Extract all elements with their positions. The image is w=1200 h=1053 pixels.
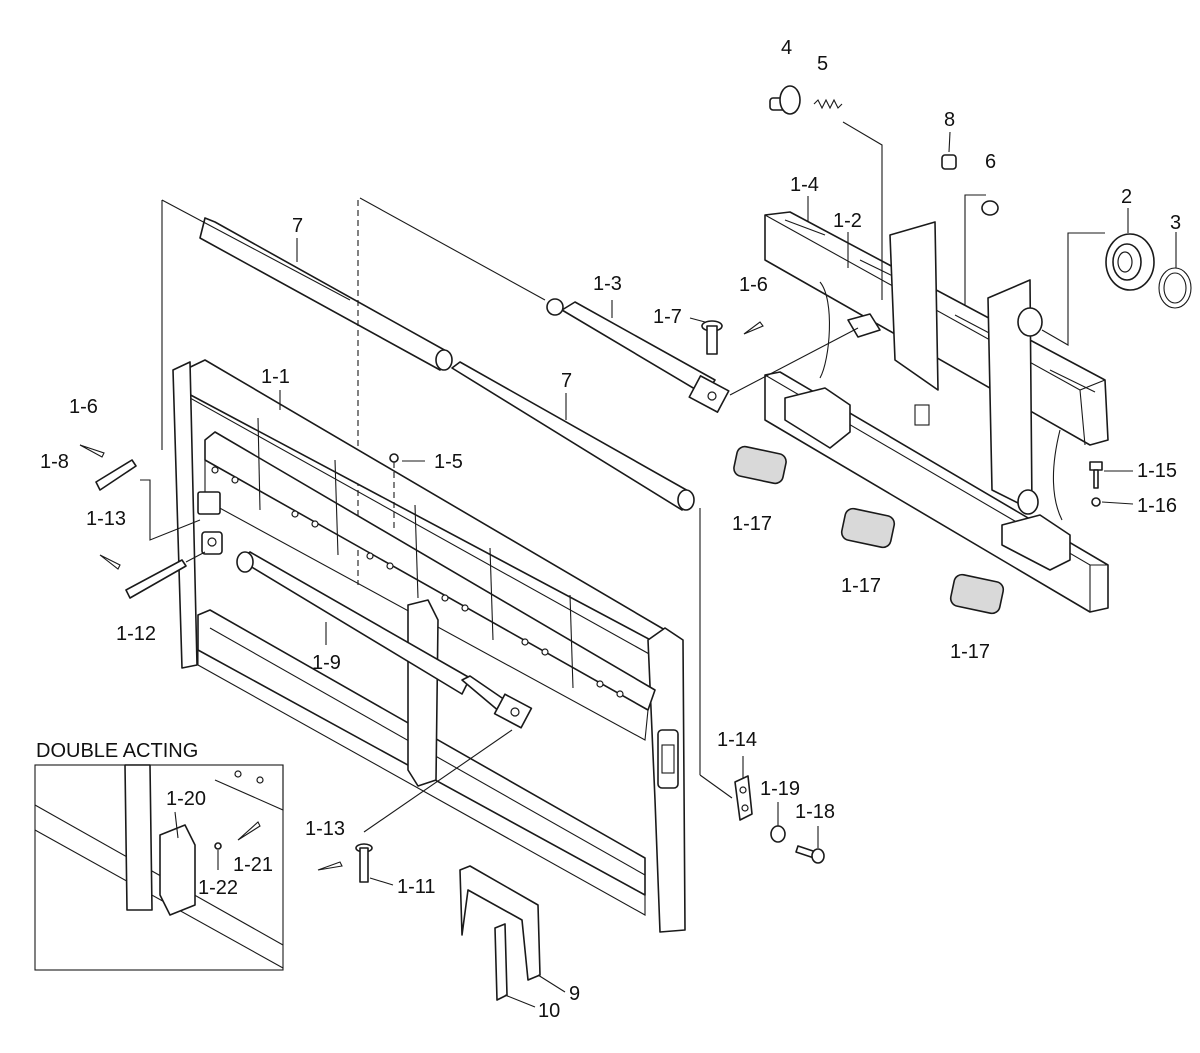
callout-1-17-c: 1-17 bbox=[950, 641, 990, 663]
sideshift-cylinder bbox=[546, 298, 730, 413]
fork-carriage-frame bbox=[172, 359, 686, 933]
callout-1-13-bottom: 1-13 bbox=[305, 818, 345, 840]
pin-1-12 bbox=[125, 559, 187, 599]
callout-3: 3 bbox=[1170, 212, 1181, 234]
frame-holes bbox=[211, 466, 624, 698]
label-leaders bbox=[279, 238, 1134, 1008]
hydraulic-cylinder-1-9 bbox=[236, 551, 533, 729]
callout-1-17-a: 1-17 bbox=[732, 513, 772, 535]
callout-1-6-left: 1-6 bbox=[69, 396, 98, 418]
wear-pads bbox=[733, 445, 1005, 615]
inset-title: DOUBLE ACTING bbox=[36, 740, 198, 762]
grease-fitting-1-5 bbox=[389, 453, 399, 463]
callout-6: 6 bbox=[985, 151, 996, 173]
leaders-left bbox=[140, 479, 206, 563]
guard-plate-9 bbox=[459, 865, 541, 981]
bolt-1-18 bbox=[795, 845, 825, 864]
bracket-1-14 bbox=[734, 775, 753, 821]
callout-10: 10 bbox=[538, 1000, 560, 1022]
callout-1-12: 1-12 bbox=[116, 623, 156, 645]
callout-1-17-b: 1-17 bbox=[841, 575, 881, 597]
callout-1-13-left: 1-13 bbox=[86, 508, 126, 530]
callout-1-19: 1-19 bbox=[760, 778, 800, 800]
shaft-7-lower bbox=[451, 361, 695, 511]
hardware-top bbox=[769, 85, 1192, 309]
callout-labels: 4 5 8 6 2 3 1-4 1-2 7 1-3 1-7 1-6 7 1-1 … bbox=[36, 37, 1181, 1022]
double-acting-inset bbox=[34, 764, 284, 971]
callout-1-4: 1-4 bbox=[790, 174, 819, 196]
callout-5: 5 bbox=[817, 53, 828, 75]
callout-1-5: 1-5 bbox=[434, 451, 463, 473]
cotter-pin-1-6-right bbox=[743, 321, 764, 335]
washer-1-19 bbox=[770, 825, 786, 843]
callout-1-8: 1-8 bbox=[40, 451, 69, 473]
callout-7-top: 7 bbox=[292, 215, 303, 237]
pin-1-7 bbox=[701, 320, 723, 355]
callout-7-mid: 7 bbox=[561, 370, 572, 392]
cotter-pin-1-13-left bbox=[99, 554, 121, 570]
callout-1-9: 1-9 bbox=[312, 652, 341, 674]
callout-1-16: 1-16 bbox=[1137, 495, 1177, 517]
callout-1-22: 1-22 bbox=[198, 877, 238, 899]
shaft-7-upper bbox=[199, 217, 453, 371]
callout-9: 9 bbox=[569, 983, 580, 1005]
callout-8: 8 bbox=[944, 109, 955, 131]
callout-1-3: 1-3 bbox=[593, 273, 622, 295]
slide-carriage bbox=[764, 211, 1109, 613]
callout-1-6-right: 1-6 bbox=[739, 274, 768, 296]
cotter-pin-1-6-left bbox=[79, 444, 105, 458]
callout-1-7: 1-7 bbox=[653, 306, 682, 328]
callout-1-2: 1-2 bbox=[833, 210, 862, 232]
callout-1-20: 1-20 bbox=[166, 788, 206, 810]
pin-1-8 bbox=[95, 459, 137, 491]
washer-1-16 bbox=[1091, 497, 1101, 507]
guard-plate-10 bbox=[494, 923, 508, 1001]
leaders-top bbox=[807, 121, 1177, 346]
callout-4: 4 bbox=[781, 37, 792, 59]
callout-2: 2 bbox=[1121, 186, 1132, 208]
callout-1-15: 1-15 bbox=[1137, 460, 1177, 482]
callout-1-14: 1-14 bbox=[717, 729, 757, 751]
callout-1-11: 1-11 bbox=[397, 876, 436, 898]
callout-1-21: 1-21 bbox=[233, 854, 273, 876]
pin-1-11 bbox=[355, 843, 373, 883]
cotter-pin-1-13-bottom bbox=[317, 861, 343, 871]
callout-1-18: 1-18 bbox=[795, 801, 835, 823]
callout-1-1: 1-1 bbox=[261, 366, 290, 388]
bolt-1-15 bbox=[1089, 461, 1103, 489]
